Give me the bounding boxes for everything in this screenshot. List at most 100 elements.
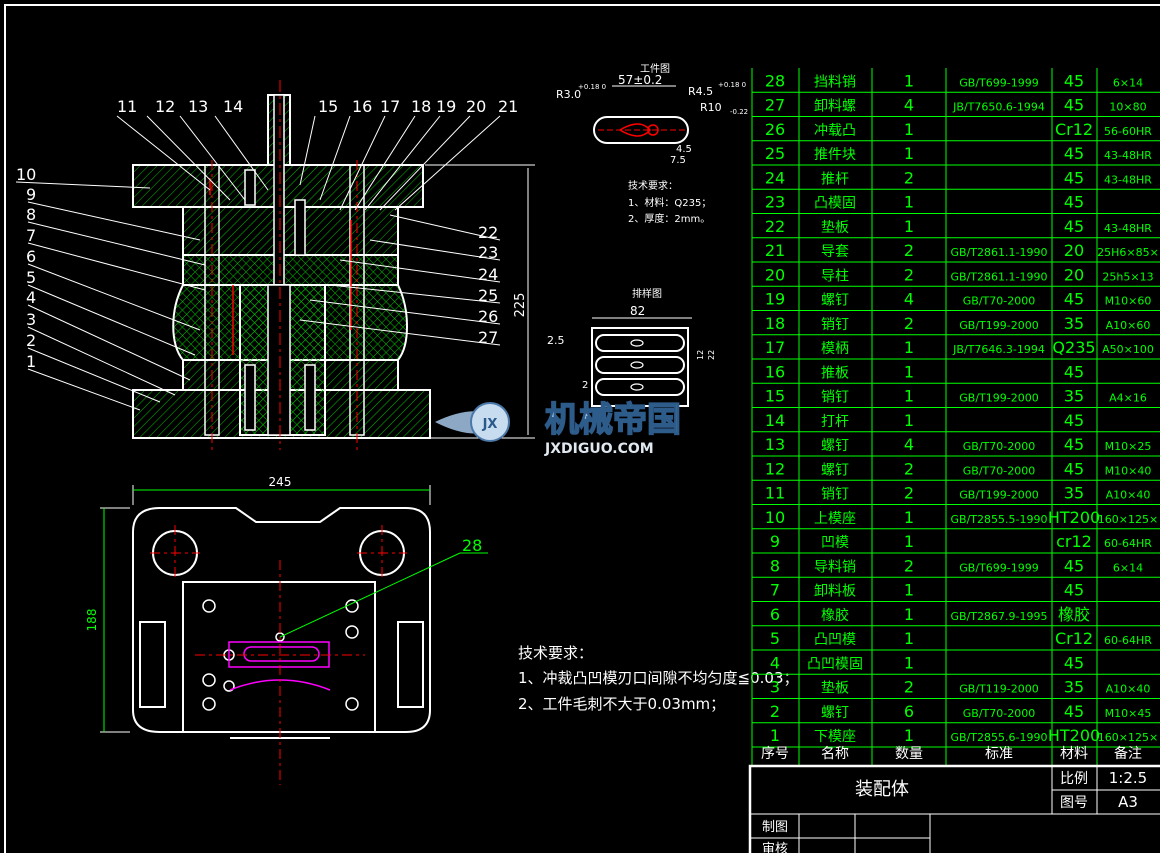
bom-cell-qty: 2 <box>904 484 914 503</box>
dim-plan-width: 245 <box>269 475 292 489</box>
bom-cell-std: GB/T70-2000 <box>963 707 1035 720</box>
balloon-27: 27 <box>478 328 498 347</box>
bom-cell-qty: 4 <box>904 96 914 115</box>
bom-cell-qty: 2 <box>904 556 914 575</box>
bom-header-mat: 材料 <box>1060 746 1088 762</box>
balloon-17: 17 <box>380 97 400 116</box>
strip-layout: 排样图 82 2.5 2 12 22 <box>547 287 716 407</box>
balloon-13: 13 <box>188 97 208 116</box>
workpiece-drawing: 工件图 57±0.2 R3.0 +0.18 0 R4.5 +0.18 0 R10… <box>556 63 748 225</box>
bom-cell-std: GB/T70-2000 <box>963 464 1035 477</box>
bom-cell-std: GB/T699-1999 <box>959 76 1038 89</box>
bom-cell-std: GB/T70-2000 <box>963 295 1035 308</box>
leaders-top <box>116 115 501 211</box>
balloon-6: 6 <box>26 247 36 266</box>
bom-cell-qty: 1 <box>904 508 914 527</box>
bom-cell-note: 60-64HR <box>1104 634 1152 647</box>
workpiece-req-2: 2、厚度：2mm。 <box>628 212 710 225</box>
workpiece-title: 工件图 <box>640 63 670 75</box>
bom-cell-no: 8 <box>770 556 780 575</box>
bom-cell-qty: 1 <box>904 605 914 624</box>
bom-cell-name: 垫板 <box>821 681 849 697</box>
bom-cell-mat: 45 <box>1064 193 1084 212</box>
bom-cell-no: 11 <box>765 484 785 503</box>
bom-cell-mat: cr12 <box>1056 532 1092 551</box>
balloon-5: 5 <box>26 268 36 287</box>
bom-cell-mat: 45 <box>1064 411 1084 430</box>
title-block-scale: 1:2.5 <box>1109 769 1147 787</box>
bom-cell-name: 卸料螺 <box>814 99 856 115</box>
balloon-8: 8 <box>26 205 36 224</box>
balloon-11: 11 <box>117 97 137 116</box>
bom-cell-std: GB/T2855.5-1990 <box>951 513 1048 526</box>
bom-cell-name: 螺钉 <box>821 462 849 478</box>
bom-cell-mat: 45 <box>1064 96 1084 115</box>
plan-view: 245 188 <box>85 475 488 785</box>
title-block-checked-label: 审核 <box>762 842 788 853</box>
bom-cell-std: GB/T199-2000 <box>959 489 1038 502</box>
bom-cell-mat: 35 <box>1064 387 1084 406</box>
balloon-25: 25 <box>478 286 498 305</box>
bom-cell-no: 16 <box>765 362 785 381</box>
bom-cell-std: GB/T2861.1-1990 <box>951 270 1048 283</box>
bom-cell-mat: 45 <box>1064 290 1084 309</box>
bom-cell-mat: 35 <box>1064 678 1084 697</box>
leaders-right <box>299 214 501 346</box>
bom-cell-std: GB/T119-2000 <box>959 683 1038 696</box>
dim-height: 225 <box>513 293 528 318</box>
bom-cell-mat: 45 <box>1064 144 1084 163</box>
watermark: JX 机械帝国 JXDIGUO.COM <box>435 399 682 457</box>
bom-cell-no: 19 <box>765 290 785 309</box>
workpiece-r-left-tol: +0.18 0 <box>578 83 606 91</box>
balloon-7: 7 <box>26 226 36 245</box>
workpiece-req-title: 技术要求： <box>628 179 678 192</box>
bom-cell-note: A10×60 <box>1106 319 1151 332</box>
bom-cell-note: A4×16 <box>1109 392 1147 405</box>
bom-cell-note: M10×60 <box>1105 295 1152 308</box>
bom-header-qty: 数量 <box>895 746 923 762</box>
bom-cell-note: 160×125× <box>1098 513 1158 526</box>
bom-cell-qty: 1 <box>904 581 914 600</box>
bom-cell-mat: 45 <box>1064 435 1084 454</box>
bom-cell-note: A10×40 <box>1106 683 1151 696</box>
bom-cell-mat: Q235 <box>1052 338 1095 357</box>
bom-cell-mat: 20 <box>1064 241 1084 260</box>
bom-cell-mat: 45 <box>1064 581 1084 600</box>
bom-cell-name: 打杆 <box>821 413 849 430</box>
bom-header-std: 标准 <box>985 746 1013 762</box>
bom-cell-name: 螺钉 <box>821 705 849 721</box>
bom-cell-std: GB/T2861.1-1990 <box>951 246 1048 259</box>
bom-cell-qty: 1 <box>904 726 914 745</box>
bom-cell-note: 160×125× <box>1098 731 1158 744</box>
strip-side1: 12 <box>696 350 705 360</box>
bom-cell-no: 2 <box>770 702 780 721</box>
bom-cell-name: 导柱 <box>821 268 849 284</box>
balloons-right: 22 23 24 25 26 27 <box>478 223 498 347</box>
bom-cell-note: 6×14 <box>1113 561 1143 574</box>
bom-cell-name: 销钉 <box>821 487 849 503</box>
balloon-12: 12 <box>155 97 175 116</box>
bom-cell-name: 凹模 <box>821 535 849 551</box>
bom-cell-no: 26 <box>765 120 785 139</box>
bom-cell-no: 5 <box>770 629 780 648</box>
bom-cell-mat: 45 <box>1064 556 1084 575</box>
bom-cell-note: 43-48HR <box>1104 222 1152 235</box>
leaders-left <box>15 181 206 411</box>
bom-cell-mat: 45 <box>1064 459 1084 478</box>
bom-cell-name: 螺钉 <box>821 293 849 309</box>
bom-cell-qty: 1 <box>904 338 914 357</box>
bom-cell-no: 25 <box>765 144 785 163</box>
bom-cell-qty: 6 <box>904 702 914 721</box>
